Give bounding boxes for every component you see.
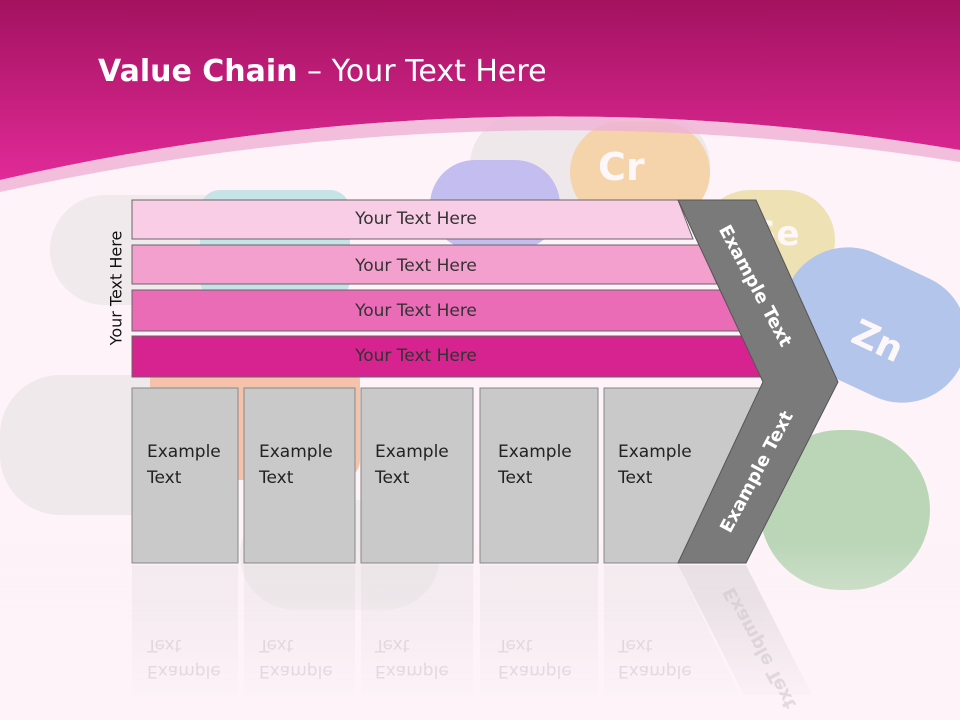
reflect-cell-5: Example Text [618,632,692,684]
reflect-cell-1-line2: Text [147,635,182,655]
header-curve [0,116,960,192]
reflect-cell-3: Example Text [375,632,449,684]
pill-cr [570,122,710,222]
cell-2-line2: Text [259,468,294,488]
cell-5-line1: Example [618,442,692,462]
page-title-rest: – Your Text Here [297,54,547,89]
reflect-cell-4: Example Text [498,632,572,684]
cell-1-line1: Example [147,442,221,462]
cell-2-line1: Example [259,442,333,462]
row-label-3: Your Text Here [355,301,477,321]
reflect-cell-4-line1: Example [498,661,572,681]
cell-1-line2: Text [147,468,182,488]
cell-4-line1: Example [498,442,572,462]
cell-3-line2: Text [375,468,410,488]
reflect-cell-2: Example Text [259,632,333,684]
header-band [0,0,960,180]
reflect-cell-4-line2: Text [498,635,533,655]
cell-box-1 [131,387,239,564]
reflect-cell-5-line2: Text [618,635,653,655]
row-label-2: Your Text Here [355,256,477,276]
cell-box-2 [243,387,356,564]
row-label-1: Your Text Here [355,209,477,229]
cell-5-line2: Text [618,468,653,488]
reflect-cell-3-line2: Text [375,635,410,655]
reflect-cell-2-line2: Text [259,635,294,655]
row-bar-1 [131,199,694,240]
page-title: Value Chain – Your Text Here [98,54,547,89]
row-label-4: Your Text Here [355,346,477,366]
cell-4-line2: Text [498,468,533,488]
cell-box-4 [479,387,599,564]
reflect-cell-1: Example Text [147,632,221,684]
reflect-cell-1-line1: Example [147,661,221,681]
cell-box-3 [360,387,474,564]
cell-3-line1: Example [375,442,449,462]
reflect-cell-5-line1: Example [618,661,692,681]
pill-cr-label: Cr [598,145,645,189]
reflect-cell-3-line1: Example [375,661,449,681]
chevron-arrow [677,199,839,564]
page-title-bold: Value Chain [98,54,298,89]
side-label: Your Text Here [106,230,126,346]
reflect-cell-2-line1: Example [259,661,333,681]
